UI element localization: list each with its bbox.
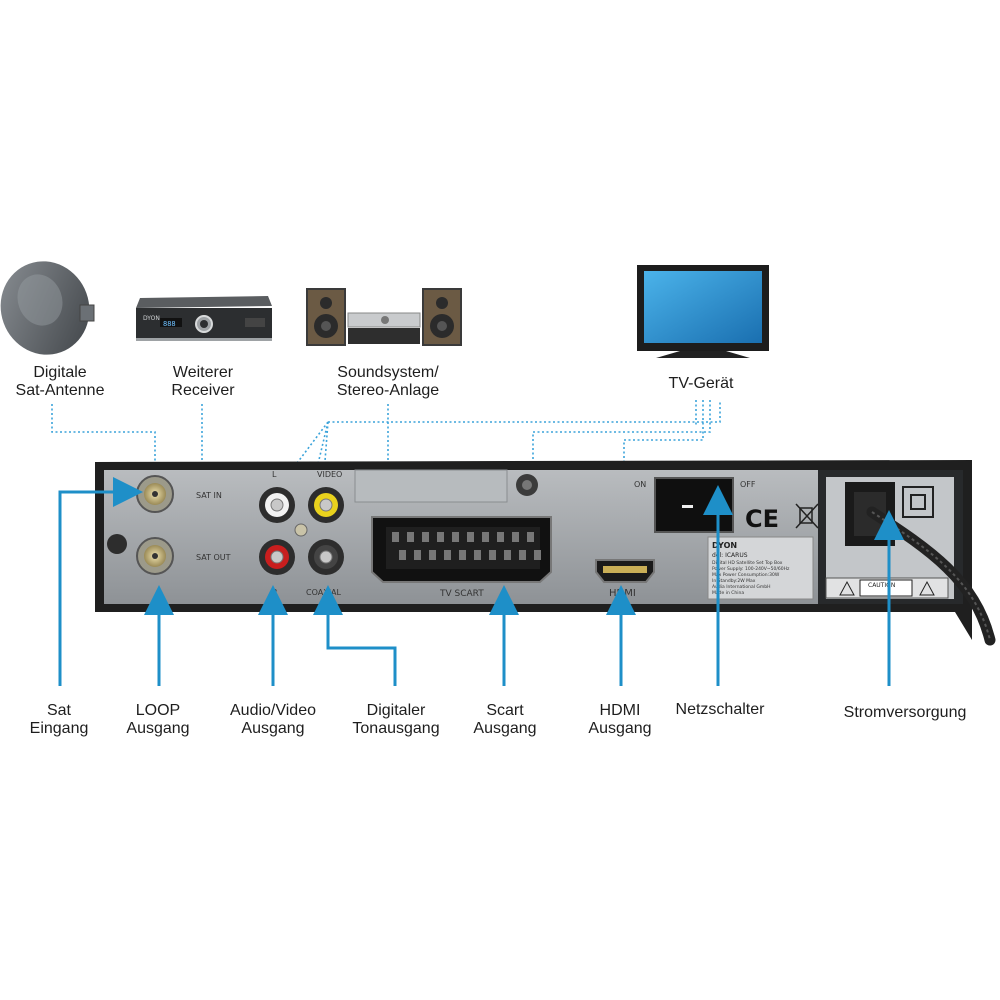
spec-line: Digital HD Satellite Set Top Box	[712, 560, 783, 566]
scart-pin	[519, 550, 526, 560]
rca-video-connector	[308, 487, 344, 523]
double-insulation-icon	[902, 486, 934, 518]
scart-pin	[392, 532, 399, 542]
label-hdmi: HDMI Ausgang	[588, 702, 652, 737]
receiver-illustration: DYON 888	[136, 296, 272, 341]
scart-pin	[482, 532, 489, 542]
sat-in-label: SAT IN	[196, 491, 222, 500]
ce-mark: CE	[745, 505, 779, 533]
scart-pin	[527, 532, 534, 542]
scart-pin	[399, 550, 406, 560]
spec-line: Made in China	[712, 590, 744, 596]
scart-pin	[414, 550, 421, 560]
sat-in-connector	[136, 475, 174, 513]
sat-out-connector	[136, 537, 174, 575]
soundsystem-illustration	[306, 288, 462, 346]
spec-line: In Standby:2W Max	[712, 578, 756, 584]
spec-brand: DYON	[712, 541, 737, 550]
scart-pin	[429, 550, 436, 560]
spec-line: Max Power Consumption:30W	[712, 572, 780, 578]
scart-pins	[392, 532, 541, 560]
video-label: VIDEO	[317, 470, 342, 479]
scart-pin	[489, 550, 496, 560]
scart-pin	[504, 550, 511, 560]
scart-pin	[467, 532, 474, 542]
tv-scart-label: TV SCART	[439, 589, 484, 599]
scart-pin	[407, 532, 414, 542]
label-power-switch: Netzschalter	[675, 701, 765, 718]
coaxial-label: COAXIAL	[306, 588, 342, 597]
port-arrows	[58, 477, 904, 686]
caution-label: CAUTION	[825, 577, 949, 599]
label-av: Audio/Video Ausgang	[230, 702, 316, 737]
hdmi-panel-label: HDMI	[609, 588, 636, 599]
label-tv: TV-Gerät	[668, 375, 734, 392]
receiver-display: 888	[163, 320, 176, 328]
scart-pin	[474, 550, 481, 560]
caution-text: CAUTION	[868, 582, 895, 589]
l-label: L	[272, 470, 277, 479]
spec-label: DYON del: ICARUS Digital HD Satellite Se…	[707, 536, 814, 600]
power-switch	[654, 477, 734, 533]
scart-pin	[452, 532, 459, 542]
sat-antenna-illustration	[0, 261, 95, 355]
scart-pin	[497, 532, 504, 542]
spec-line: Power Supply: 100-240V~50/60Hz	[712, 566, 790, 572]
scart-pin	[444, 550, 451, 560]
tv-illustration	[637, 265, 769, 358]
scart-pin	[534, 550, 541, 560]
label-scart: Scart Ausgang	[473, 702, 537, 737]
scart-connector	[371, 516, 552, 583]
label-sat-in: Sat Eingang	[29, 702, 89, 737]
on-label: ON	[634, 480, 646, 489]
receiver-brand: DYON	[143, 315, 160, 322]
r-label: R	[272, 588, 278, 597]
label-soundsystem: Soundsystem/ Stereo-Anlage	[336, 364, 440, 399]
hdmi-connector	[595, 559, 655, 583]
label-digital-audio: Digitaler Tonausgang	[352, 702, 440, 737]
spec-line: Audia International GmbH	[712, 584, 771, 590]
rca-r-connector	[259, 539, 295, 575]
label-loop: LOOP Ausgang	[126, 702, 190, 737]
coaxial-connector	[308, 539, 344, 575]
off-label: OFF	[740, 480, 756, 489]
scart-pin	[422, 532, 429, 542]
rca-l-connector	[259, 487, 295, 523]
scart-pin	[459, 550, 466, 560]
label-sat-antenna: Digitale Sat-Antenne	[15, 364, 105, 399]
label-receiver: Weiterer Receiver	[171, 364, 235, 399]
label-power-supply: Stromversorgung	[843, 704, 967, 721]
scart-pin	[437, 532, 444, 542]
spec-model: del: ICARUS	[712, 552, 748, 559]
sat-out-label: SAT OUT	[196, 553, 231, 562]
scart-pin	[512, 532, 519, 542]
weee-bin-icon	[795, 503, 819, 529]
